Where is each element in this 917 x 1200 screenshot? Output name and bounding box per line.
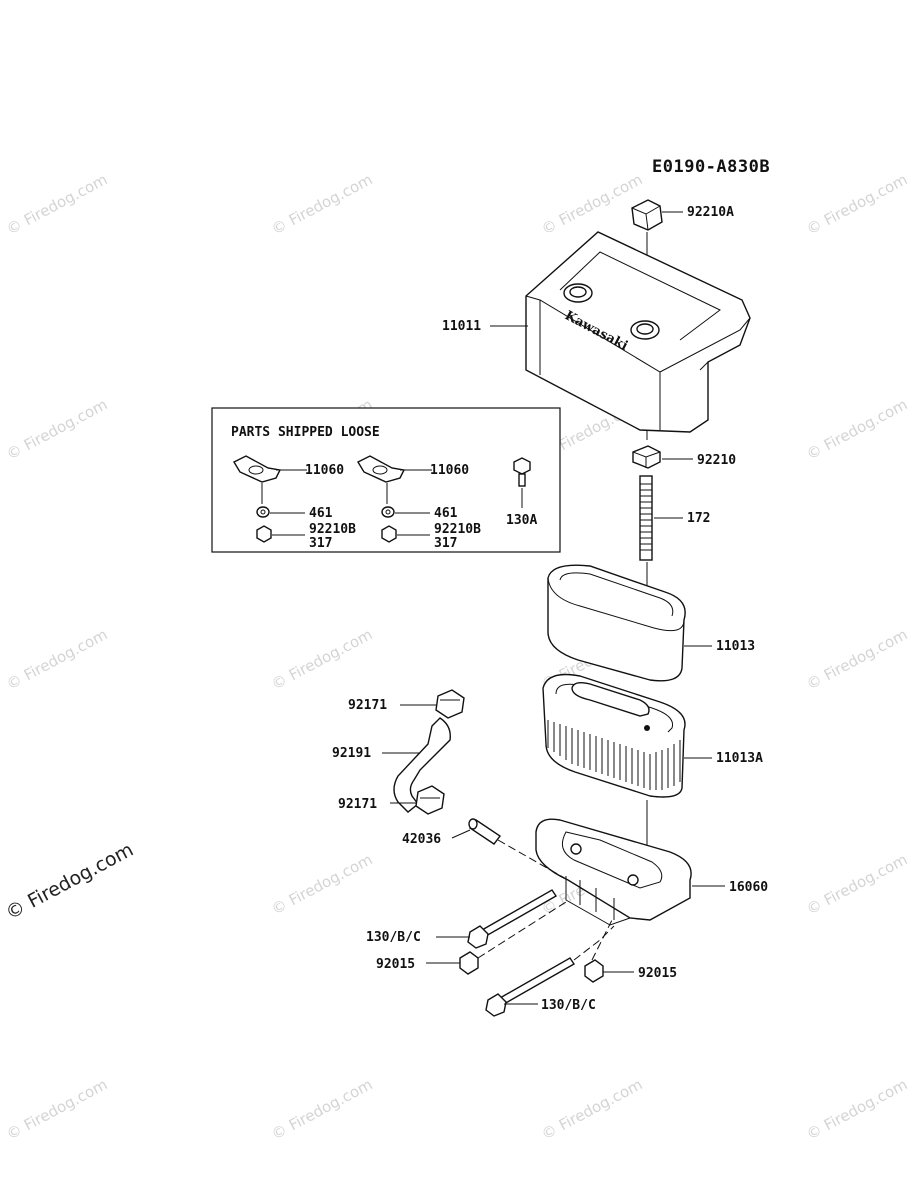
watermark: © Firedog.com: [803, 395, 910, 463]
callout-element: 11013A: [716, 751, 763, 766]
loose-nut-right-a: 92210B: [434, 522, 481, 537]
nut-left-part: [459, 951, 479, 975]
bolt-loose-part: [513, 457, 531, 487]
box-title: PARTS SHIPPED LOOSE: [231, 425, 380, 440]
gasket-left-part: [233, 455, 282, 483]
callout-hose: 92191: [332, 746, 371, 761]
watermark: © Firedog.com: [803, 170, 910, 238]
clamp-upper-part: [435, 689, 465, 719]
parts-shipped-loose-box: PARTS SHIPPED LOOSE 11060 461 92210B 317…: [211, 407, 561, 553]
air-cleaner-base-part: [535, 818, 692, 926]
callout-fitting: 42036: [402, 832, 441, 847]
callout-nut-right: 92015: [638, 966, 677, 981]
callout-precleaner: 11013: [716, 639, 755, 654]
diagram-code: E0190-A830B: [652, 157, 770, 177]
loose-washer-right: 461: [434, 506, 458, 521]
callout-nut-left: 92015: [376, 957, 415, 972]
callout-nut: 92210: [697, 453, 736, 468]
watermark: © Firedog.com: [268, 850, 375, 918]
callout-base: 16060: [729, 880, 768, 895]
loose-gasket-right: 11060: [430, 463, 469, 478]
watermark: © Firedog.com: [3, 1075, 110, 1143]
watermark: © Firedog.com: [538, 170, 645, 238]
filter-element-part: [542, 673, 686, 798]
washer-right-part: [381, 506, 395, 518]
clamp-lower-part: [415, 785, 445, 815]
nut-right-loose-part: [381, 525, 397, 543]
watermark: © Firedog.com: [3, 170, 110, 238]
callout-cap-top: 92210A: [687, 205, 734, 220]
callout-bolt-left: 130/B/C: [366, 930, 421, 945]
callout-bolt-bottom: 130/B/C: [541, 998, 596, 1013]
nut-left-loose-part: [256, 525, 272, 543]
watermark: © Firedog.com: [803, 1075, 910, 1143]
breather-hose-part: [393, 717, 451, 813]
loose-gasket-left: 11060: [305, 463, 344, 478]
gasket-right-part: [357, 455, 406, 483]
watermark-main: © Firedog.com: [2, 839, 137, 925]
wing-nut-part: [632, 445, 661, 469]
watermark: © Firedog.com: [268, 1075, 375, 1143]
air-cleaner-cover-part: Kawasaki: [525, 231, 751, 433]
callout-clamp-upper: 92171: [348, 698, 387, 713]
watermark: © Firedog.com: [3, 625, 110, 693]
fitting-part: [468, 818, 502, 845]
callout-stud: 172: [687, 511, 710, 526]
loose-bolt: 130A: [506, 513, 537, 528]
watermark-layer: © Firedog.com © Firedog.com © Firedog.co…: [2, 170, 910, 1143]
watermark: © Firedog.com: [803, 625, 910, 693]
washer-left-part: [256, 506, 270, 518]
loose-washer-left: 461: [309, 506, 333, 521]
bolt-left-part: [467, 889, 557, 949]
callout-clamp-lower: 92171: [338, 797, 377, 812]
watermark: © Firedog.com: [803, 850, 910, 918]
nut-right-part: [584, 959, 604, 983]
watermark: © Firedog.com: [268, 170, 375, 238]
bolt-bottom-part: [485, 957, 575, 1017]
callout-cover: 11011: [442, 319, 481, 334]
stud-part: [639, 475, 653, 561]
loose-nut-left-b: 317: [309, 536, 332, 551]
watermark: © Firedog.com: [3, 395, 110, 463]
cap-nut-part: [631, 199, 663, 231]
watermark: © Firedog.com: [538, 1075, 645, 1143]
watermark: © Firedog.com: [268, 625, 375, 693]
pre-cleaner-part: [547, 564, 686, 682]
loose-nut-right-b: 317: [434, 536, 457, 551]
loose-nut-left-a: 92210B: [309, 522, 356, 537]
